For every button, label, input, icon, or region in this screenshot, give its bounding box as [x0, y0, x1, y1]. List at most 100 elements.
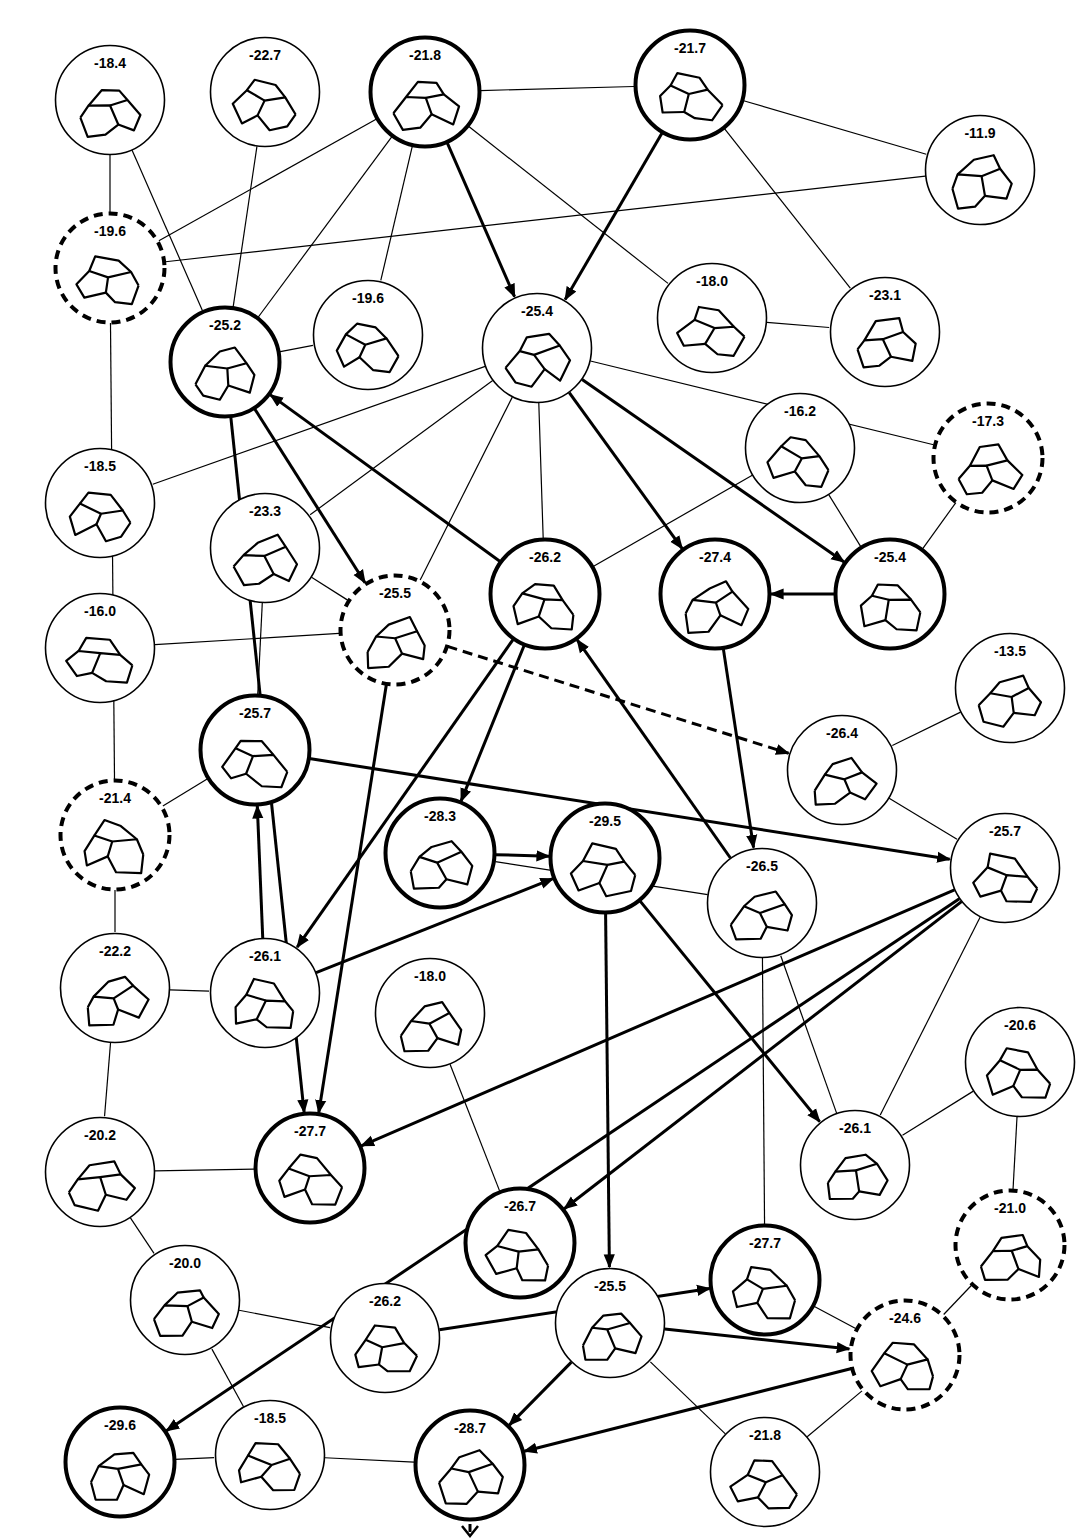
structure-sketch [835, 1155, 877, 1172]
structure-sketch [66, 651, 100, 676]
circle-border [66, 1408, 175, 1517]
connection-line [175, 1458, 214, 1460]
molecule-circle: -26.2 [328, 1281, 442, 1395]
structure-sketch [539, 599, 574, 629]
energy-value: -19.6 [350, 290, 386, 306]
energy-value: -24.6 [887, 1310, 923, 1326]
structure-sketch [401, 1021, 438, 1051]
energy-value: -16.0 [82, 603, 118, 619]
rearrangement-arrow [723, 648, 753, 847]
structure-sketch [337, 334, 366, 366]
molecule-circle: -18.0 [373, 956, 487, 1070]
structure-sketch [760, 904, 792, 930]
structure-sketch [222, 748, 253, 778]
energy-value: -27.4 [697, 549, 733, 565]
structure-sketch [91, 1466, 124, 1500]
structure-sketch [393, 97, 431, 130]
molecule-circle: -19.6 [311, 278, 425, 392]
exit-arrow-shaft [469, 1524, 472, 1532]
energy-value: -23.3 [247, 503, 283, 519]
molecule-circle: -26.4 [785, 713, 899, 827]
structure-sketch [78, 1161, 121, 1179]
connection-line [109, 155, 110, 212]
circle-border [956, 634, 1065, 743]
energy-value: -21.0 [992, 1200, 1028, 1216]
structure-sketch [88, 997, 118, 1026]
structure-sketch [96, 510, 130, 541]
molecule-circle: -21.4 [58, 778, 172, 892]
circle-border [211, 939, 320, 1048]
energy-value: -29.6 [102, 1417, 138, 1433]
structure-sketch [187, 1298, 218, 1329]
molecule-circle: -23.1 [828, 275, 942, 389]
structure-sketch [993, 1235, 1027, 1251]
structure-sketch [70, 504, 101, 535]
molecule-circle: -21.8 [368, 35, 482, 149]
connection-line [258, 603, 263, 694]
structure-sketch [844, 772, 876, 799]
connection-line [239, 1310, 330, 1327]
energy-value: -27.7 [747, 1235, 783, 1251]
molecule-circle: -18.5 [43, 446, 157, 560]
structure-sketch [733, 1279, 763, 1307]
rearrangement-arrow [565, 133, 662, 300]
connection-line [420, 397, 512, 580]
connection-line [807, 1391, 862, 1437]
energy-value: -25.7 [237, 705, 273, 721]
connection-line [944, 1285, 972, 1315]
circle-border [636, 31, 745, 140]
structure-sketch [970, 444, 1007, 465]
molecule-circle: -25.5 [553, 1266, 667, 1380]
structure-sketch [730, 1475, 766, 1501]
structure-sketch [671, 73, 708, 90]
structure-sketch [248, 1443, 290, 1459]
molecule-circle: -25.4 [833, 537, 947, 651]
connection-line [480, 86, 634, 90]
energy-value: -13.5 [992, 643, 1028, 659]
connection-line [155, 1169, 254, 1171]
circle-border [836, 540, 945, 649]
structure-sketch [99, 1453, 142, 1466]
structure-sketch [469, 1464, 503, 1494]
structure-sketch [114, 986, 149, 1018]
molecule-circle: -26.1 [208, 936, 322, 1050]
structure-sketch [355, 1340, 382, 1367]
circle-border [934, 404, 1043, 513]
energy-value: -25.2 [207, 317, 243, 333]
structure-sketch [154, 1305, 192, 1335]
structure-sketch [94, 820, 137, 839]
circle-border [711, 1418, 820, 1527]
molecule-circle: -27.4 [658, 537, 772, 651]
structure-sketch [379, 1343, 417, 1371]
structure-sketch [757, 1286, 795, 1319]
circle-border [801, 1111, 910, 1220]
molecule-circle: -28.3 [383, 796, 497, 910]
circle-border [556, 1269, 665, 1378]
structure-sketch [825, 758, 862, 775]
structure-sketch [429, 1013, 461, 1045]
circle-border [551, 804, 660, 913]
circle-border [416, 1411, 525, 1520]
structure-sketch [1013, 1070, 1050, 1098]
structure-sketch [864, 318, 903, 340]
energy-value: -22.2 [97, 943, 133, 959]
structure-sketch [305, 1175, 342, 1205]
rearrangement-arrow [447, 646, 788, 753]
circle-border [171, 308, 280, 417]
structure-sketch [376, 617, 417, 636]
energy-value: -20.2 [82, 1127, 118, 1143]
structure-sketch [79, 638, 121, 655]
molecule-circle: -20.6 [963, 1005, 1077, 1119]
connection-line [880, 917, 980, 1115]
circle-border [956, 1191, 1065, 1300]
circle-border [708, 849, 817, 958]
energy-value: -28.3 [422, 808, 458, 824]
circle-border [256, 1114, 365, 1223]
molecule-circle: -29.6 [63, 1405, 177, 1519]
energy-value: -22.7 [247, 47, 283, 63]
structure-sketch [205, 348, 246, 366]
structure-sketch [571, 861, 608, 891]
molecule-circle: -21.7 [633, 28, 747, 142]
structure-sketch [731, 906, 767, 939]
molecule-circle: -17.3 [931, 401, 1045, 515]
